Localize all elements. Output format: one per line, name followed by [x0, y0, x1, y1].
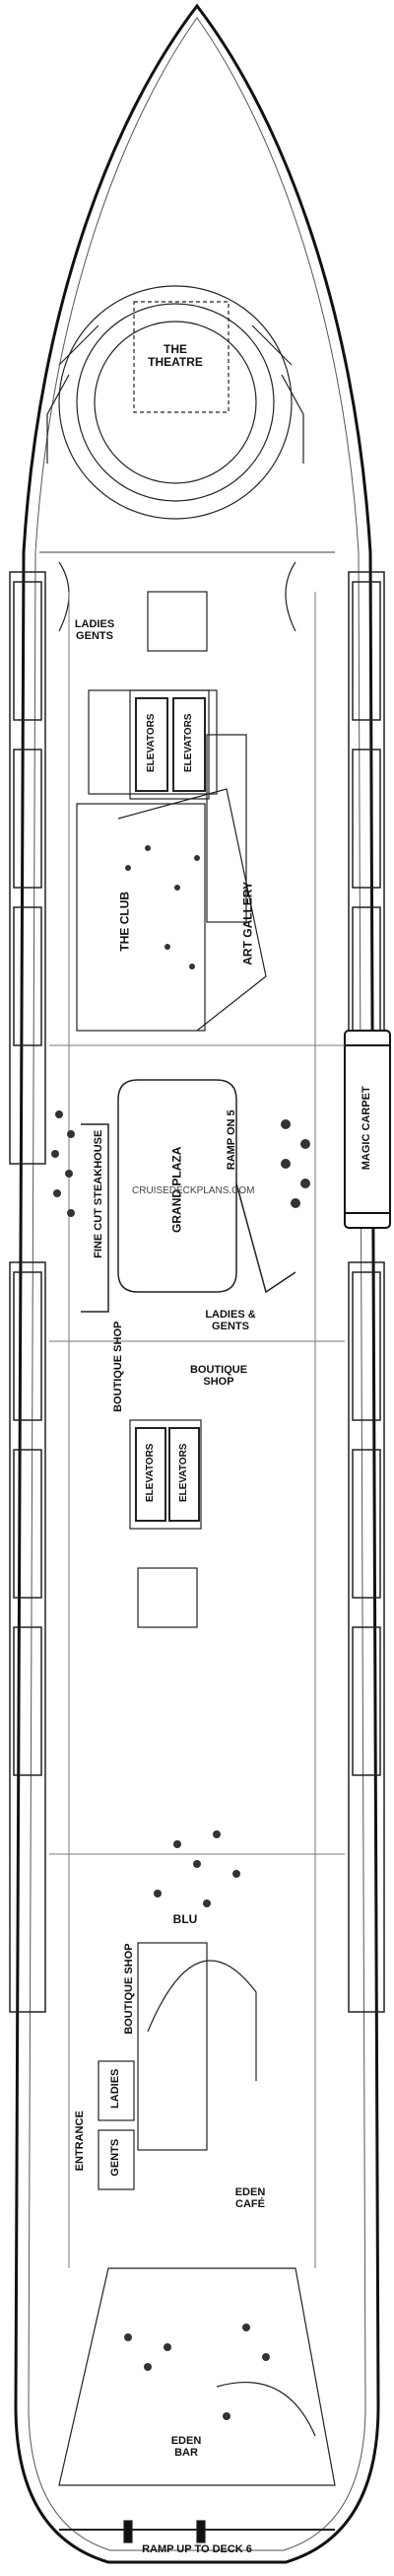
- label-elevators-fwd-1: ELEVATORS: [145, 713, 157, 772]
- label-ramp-up-deck-6: RAMP UP TO DECK 6: [142, 2543, 252, 2555]
- label-ramp-on-5: RAMP ON 5: [226, 1109, 238, 1171]
- label-art-gallery: ART GALLERY: [240, 881, 255, 966]
- magic-carpet-platform: [344, 1030, 391, 1229]
- aft-area: [58, 1942, 336, 2543]
- watermark: CRUISEDECKPLANS.COM: [132, 1185, 255, 1196]
- label-entrance: ENTRANCE: [74, 2111, 87, 2172]
- label-fine-cut-steakhouse: FINE CUT STEAKHOUSE: [93, 1129, 105, 1258]
- label-magic-carpet: MAGIC CARPET: [361, 1086, 373, 1171]
- label-ladies-gents-mid: LADIES & GENTS: [205, 1309, 256, 1332]
- label-boutique-shop-aft: BOUTIQUE SHOP: [123, 1943, 136, 2035]
- label-elevators-mid-2: ELEVATORS: [177, 1443, 189, 1502]
- corridor-lines: [49, 592, 345, 2268]
- label-boutique-shop-right: BOUTIQUE SHOP: [189, 1364, 248, 1388]
- hull-inner: [28, 17, 366, 2551]
- label-eden-bar: EDEN BAR: [170, 2435, 202, 2459]
- label-eden-cafe: EDEN CAFÉ: [234, 2186, 266, 2210]
- mid-elevator-block: [129, 1419, 202, 1628]
- label-blu: BLU: [172, 1912, 198, 1926]
- label-elevators-fwd-2: ELEVATORS: [182, 713, 194, 772]
- label-boutique-shop-left: BOUTIQUE SHOP: [112, 1321, 125, 1412]
- label-ladies-gents-fwd: LADIES GENTS: [74, 618, 115, 642]
- label-ladies-aft: LADIES: [109, 2068, 122, 2109]
- side-zones: [9, 571, 385, 2013]
- label-elevators-mid-1: ELEVATORS: [144, 1443, 156, 1502]
- label-the-club: THE CLUB: [117, 891, 132, 952]
- grand-plaza-area: [81, 1079, 296, 1313]
- furniture: [51, 845, 310, 2420]
- label-theatre: THE THEATRE: [148, 342, 203, 369]
- hull-outline: [14, 3, 380, 2564]
- label-gents-aft: GENTS: [109, 2138, 122, 2177]
- fwd-elevator-block: [129, 591, 210, 800]
